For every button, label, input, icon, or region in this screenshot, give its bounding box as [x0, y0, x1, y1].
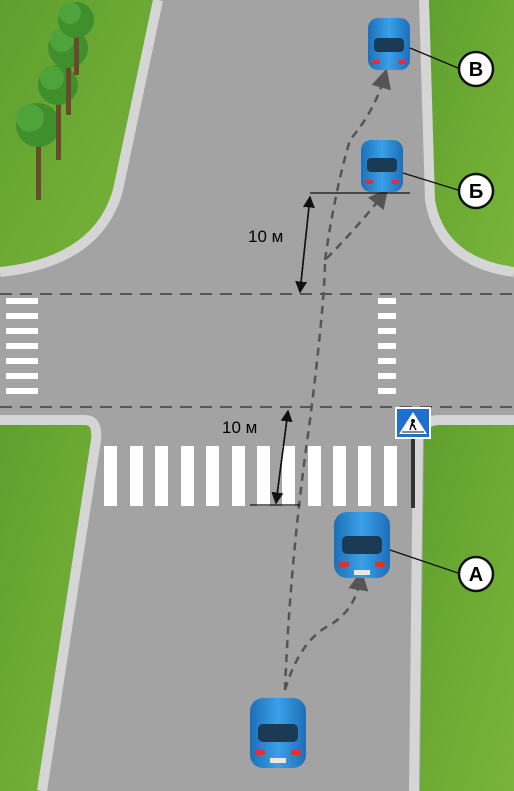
leader-b [402, 172, 459, 191]
trajectory-paths [283, 68, 391, 691]
grass-top-right [419, 0, 514, 277]
marker-a-label: А [469, 564, 483, 586]
dimension-top [295, 192, 410, 294]
distance-label-bottom: 10 м [222, 418, 257, 437]
leader-a [389, 549, 459, 574]
tree [58, 2, 94, 75]
pedestrian-crossing-sign-icon [395, 407, 431, 508]
marker-a-circle [457, 555, 495, 593]
marker-b-label: Б [469, 181, 483, 203]
car-a [334, 512, 390, 578]
marker-v-label: В [469, 59, 483, 81]
grass-top-left [0, 0, 163, 277]
dimension-bottom [250, 409, 300, 506]
leader-v [409, 47, 459, 69]
path-to-v [323, 68, 391, 261]
crosswalk-right [378, 298, 396, 394]
grass-bottom-left [0, 415, 102, 791]
crosswalk-bottom [104, 446, 397, 506]
distance-label-top: 10 м [248, 227, 283, 246]
marker-v-circle [457, 50, 495, 88]
crosswalk-left [6, 298, 38, 394]
path-to-a [283, 570, 369, 691]
marker-b-circle [457, 172, 495, 210]
grass-bottom-right [409, 415, 514, 791]
car-b [361, 140, 403, 192]
trees [16, 2, 94, 200]
car-start [250, 698, 306, 768]
car-v [368, 18, 410, 70]
path-to-b [283, 188, 389, 691]
tree [16, 103, 60, 200]
